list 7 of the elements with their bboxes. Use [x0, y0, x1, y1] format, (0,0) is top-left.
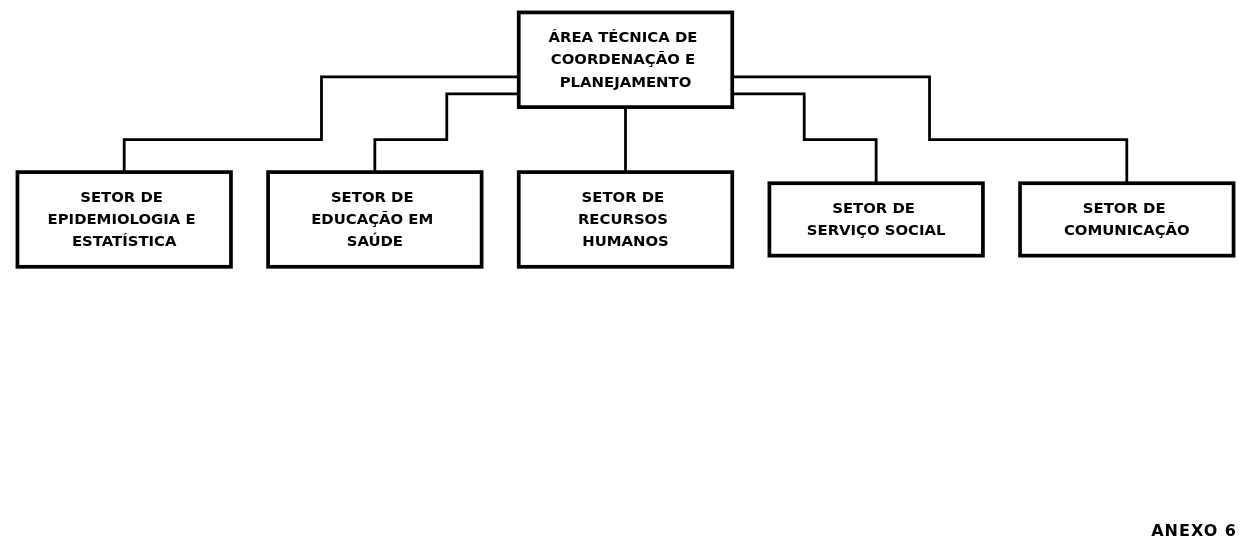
node-box: SETOR DE SERVIÇO SOCIAL	[767, 181, 985, 258]
node-box: SETOR DE EDUCAÇÃO EM SAÚDE	[266, 170, 484, 269]
node-box: SETOR DE RECURSOS HUMANOS	[516, 170, 735, 269]
annex-label: ANEXO 6	[1151, 521, 1237, 540]
node-box: SETOR DE COMUNICAÇÃO	[1018, 181, 1236, 258]
node-box: ÁREA TÉCNICA DE COORDENAÇÃO E PLANEJAMENTO	[516, 10, 735, 109]
node-box: SETOR DE EPIDEMIOLOGIA E ESTATÍSTICA	[15, 170, 233, 269]
